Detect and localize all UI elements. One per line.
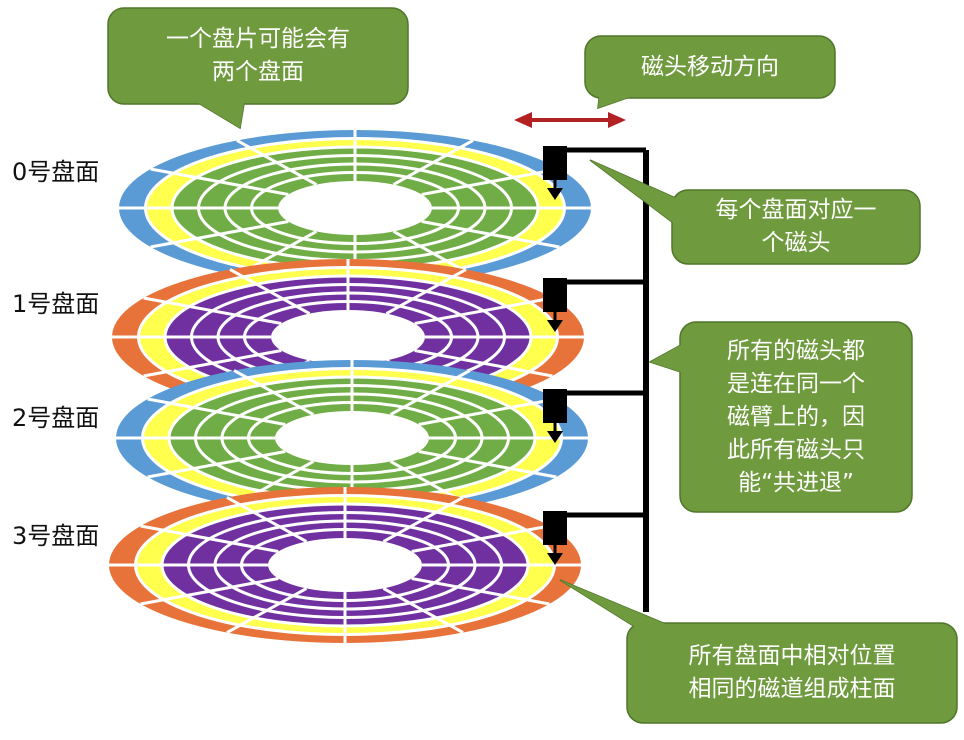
head-tip-1 [547,320,563,332]
platter-3-sector-line-5 [140,577,279,606]
platter-0 [119,130,591,286]
platter-2-sector-line-5 [147,450,286,479]
callout-one-head-each-tail-fill [590,160,680,228]
platter-2-sector-line-11 [418,397,557,426]
head-direction-arrow-right-tip [608,112,626,128]
callout-head-direction-box [584,35,836,99]
callout-same-arm: 所有的磁头都 是连在同一个 磁臂上的，因 此所有磁头只 能“共进退” [680,322,912,512]
platter-2-sector-line-7 [147,397,286,426]
platter-0-sector-line-11 [421,167,560,196]
callout-cylinder: 所有盘面中相对位置 相同的磁道组成柱面 [627,623,957,723]
callout-two-surfaces-line-2: 两个盘面 [212,59,304,85]
callout-one-head-each-box [671,189,921,265]
callout-one-head-each-line-2: 个磁头 [761,230,831,256]
callout-same-arm-line-5: 能“共进退” [738,469,854,496]
read-write-head-2 [543,389,567,423]
callout-cylinder-tail-fill [560,580,680,630]
callout-cylinder-line-2: 相同的磁道组成柱面 [688,676,896,702]
platter-0-sector-line-2 [392,230,474,277]
platter-3-sector-line-7 [140,524,279,553]
platter-3 [109,487,581,643]
platter-3-spindle-hole [268,538,422,592]
plate-label-2: 2号盘面 [12,404,100,432]
platter-2-sector-line-1 [418,450,557,479]
platter-3-sector-line-10 [382,496,464,543]
platter-1-sector-line-8 [229,268,311,315]
callout-same-arm-line-1: 所有的磁头都 [727,337,865,364]
platter-2-sector-line-10 [389,369,471,416]
platter-1-sector-line-11 [414,296,553,325]
platter-1-sector-line-7 [143,296,282,325]
head-tip-2 [547,431,563,443]
platter-3-sector-line-8 [226,496,308,543]
callout-two-surfaces-line-1: 一个盘片可能会有 [166,26,350,52]
head-tip-0 [547,188,563,200]
callout-same-arm-line-3: 磁臂上的，因 [727,403,865,430]
plate-label-3: 3号盘面 [12,522,100,550]
callout-two-surfaces-box [107,7,409,105]
callout-same-arm-line-2: 是连在同一个 [727,370,865,397]
callout-one-head-each: 每个盘面对应一 个磁头 [672,190,920,264]
callout-same-arm-tail-fill [650,340,690,375]
callout-same-arm-line-4: 此所有磁头只 [727,436,865,463]
platter-3-sector-line-1 [411,577,550,606]
read-write-head-3 [543,511,567,545]
callout-two-surfaces-tail-fill [190,98,245,128]
callout-head-direction-text: 磁头移动方向 [641,53,779,80]
callout-cylinder-box [626,622,958,724]
callout-head-direction: 磁头移动方向 [585,36,835,98]
platter-2 [116,360,588,516]
platter-0-sector-line-1 [421,220,560,249]
callout-cylinder-line-1: 所有盘面中相对位置 [688,643,896,669]
platter-1-sector-line-10 [385,268,467,315]
platter-3-sector-line-4 [226,587,308,634]
callout-cylinder-shape [559,579,958,724]
plate-label-0: 0号盘面 [12,158,100,186]
platter-0-sector-line-10 [392,139,474,186]
read-write-head-1 [543,278,567,312]
callout-two-surfaces-shape [107,7,409,130]
callout-head-direction-shape [584,35,836,110]
platter-0-sector-line-5 [150,220,289,249]
callout-same-arm-shape [648,321,913,513]
platter-1-sector-line-5 [143,349,282,378]
platter-1-sector-line-1 [414,349,553,378]
callout-one-head-each-line-1: 每个盘面对应一 [715,197,877,223]
callout-one-head-each-shape [589,159,921,265]
platter-2-sector-line-8 [233,369,315,416]
platter-3-sector-line-11 [411,524,550,553]
platter-1-spindle-hole [271,310,425,364]
head-direction-arrow-left-tip [514,112,532,128]
callout-same-arm-box [679,321,913,513]
callout-head-direction-tail-fill [598,90,650,108]
platter-3-sector-line-2 [382,587,464,634]
callout-two-surfaces: 一个盘片可能会有 两个盘面 [108,8,408,104]
platter-0-sector-line-7 [150,167,289,196]
platter-2-spindle-hole [275,411,429,465]
head-tip-3 [547,553,563,565]
platter-0-sector-line-8 [236,139,318,186]
read-write-head-0 [543,146,567,180]
plate-label-1: 1号盘面 [12,290,100,318]
platter-0-spindle-hole [278,181,432,235]
